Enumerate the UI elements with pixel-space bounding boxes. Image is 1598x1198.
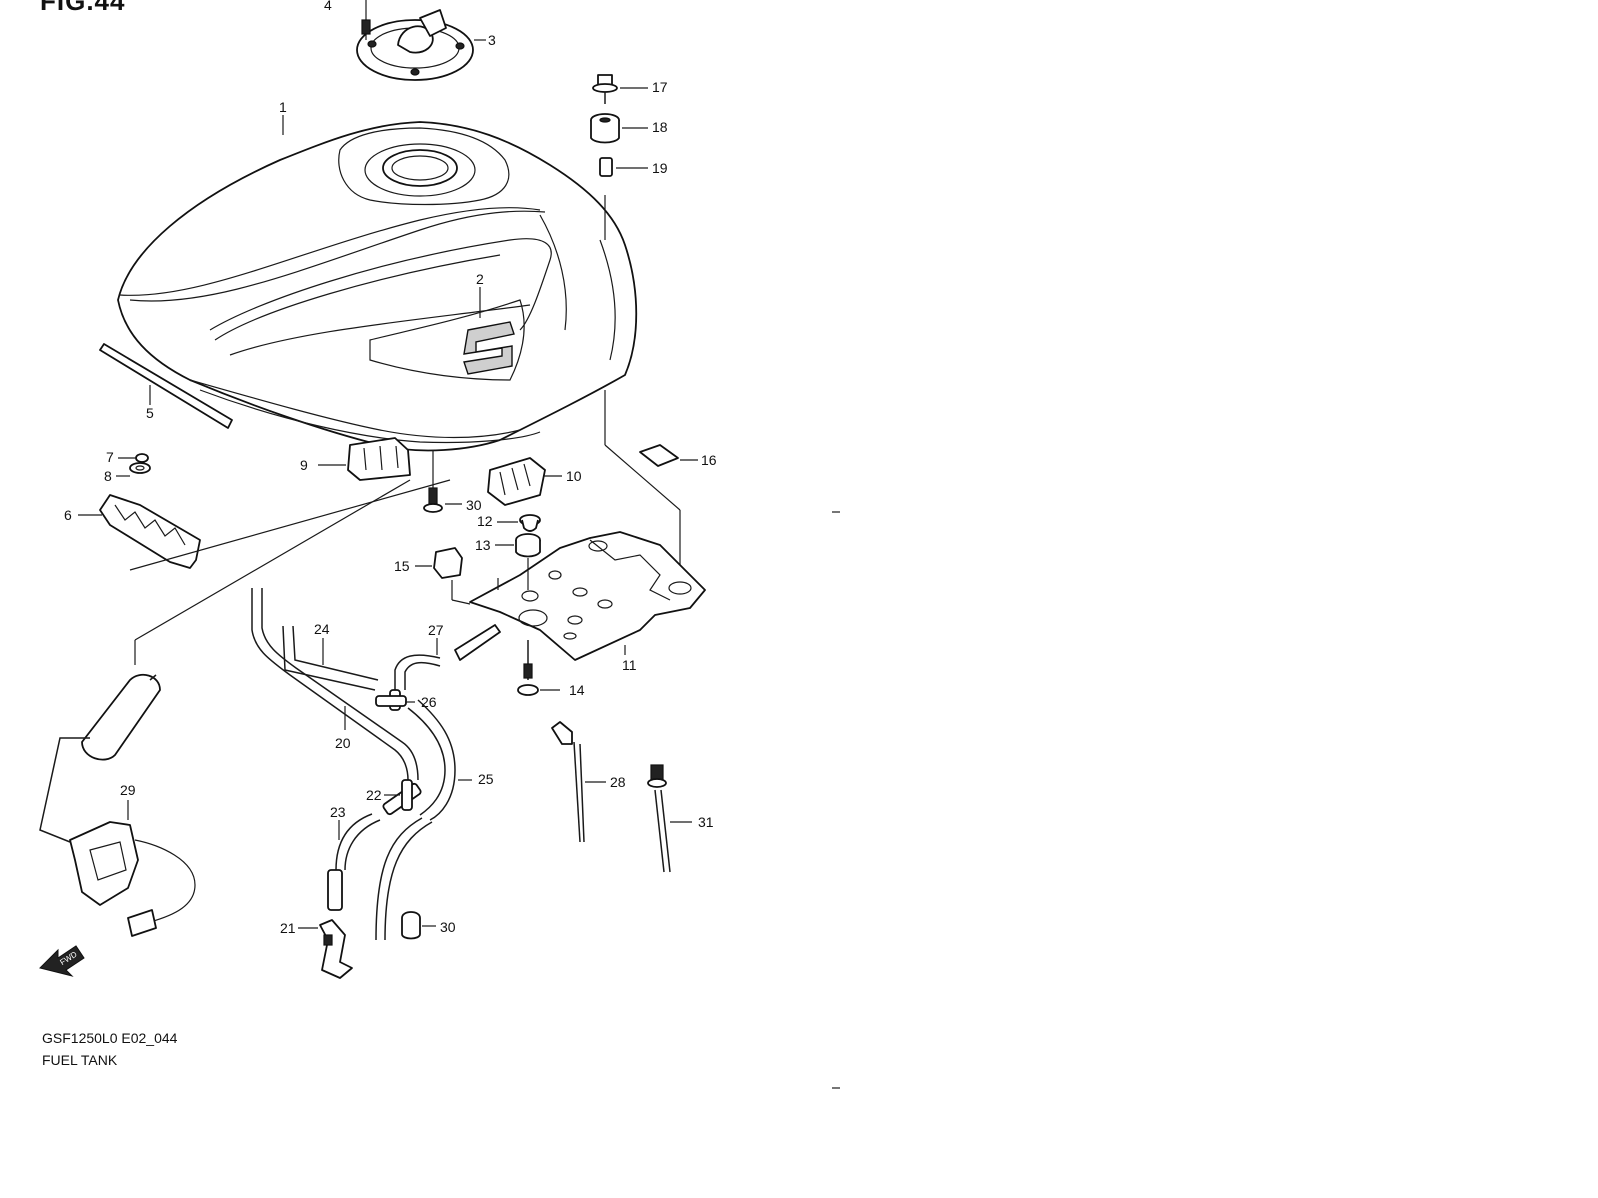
callout-20: 20 bbox=[335, 735, 351, 751]
diagram-code: GSF1250L0 E02_044 bbox=[42, 1030, 178, 1046]
callout-11: 11 bbox=[622, 657, 637, 673]
cable-tie-28 bbox=[551, 721, 606, 843]
bolt-30 bbox=[423, 487, 462, 513]
callout-10: 10 bbox=[566, 468, 582, 484]
fwd-arrow-icon: FWD bbox=[39, 945, 85, 977]
callout-30-upper: 30 bbox=[466, 497, 482, 513]
callout-30-lower: 30 bbox=[440, 919, 456, 935]
side-cushion bbox=[487, 457, 562, 506]
diagram-name: FUEL TANK bbox=[42, 1052, 118, 1068]
callout-21: 21 bbox=[280, 920, 296, 936]
callout-8: 8 bbox=[104, 468, 112, 484]
callout-5: 5 bbox=[146, 405, 154, 421]
fuel-level-gauge bbox=[39, 673, 196, 937]
callout-4: 4 bbox=[324, 0, 332, 13]
callout-15: 15 bbox=[394, 558, 410, 574]
callout-18: 18 bbox=[652, 119, 668, 135]
callout-28: 28 bbox=[610, 774, 626, 790]
callout-1: 1 bbox=[279, 99, 287, 115]
callout-12: 12 bbox=[477, 513, 493, 529]
callout-17: 17 bbox=[652, 79, 668, 95]
bolt-14 bbox=[517, 640, 560, 696]
callout-23: 23 bbox=[330, 804, 346, 820]
fuel-cap bbox=[356, 0, 486, 81]
callout-27: 27 bbox=[428, 622, 444, 638]
callout-16: 16 bbox=[701, 452, 717, 468]
callout-22: 22 bbox=[366, 787, 382, 803]
callout-6: 6 bbox=[64, 507, 72, 523]
clamp-21 bbox=[298, 919, 353, 979]
callout-2: 2 bbox=[476, 271, 484, 287]
callout-3: 3 bbox=[488, 32, 496, 48]
breather-hoses bbox=[251, 588, 501, 941]
callout-7: 7 bbox=[106, 449, 114, 465]
cap-30-lower bbox=[401, 911, 436, 940]
callout-14: 14 bbox=[569, 682, 585, 698]
rear-damper bbox=[78, 453, 201, 569]
grommet-13 bbox=[495, 533, 541, 590]
figure-title: FIG.44 bbox=[40, 0, 126, 16]
callout-labels: 1 2 3 4 5 6 7 8 9 10 11 12 13 14 15 16 1… bbox=[64, 0, 717, 936]
bolt-17 bbox=[592, 74, 648, 104]
seal-strip bbox=[99, 343, 233, 429]
callout-19: 19 bbox=[652, 160, 668, 176]
callout-25: 25 bbox=[478, 771, 494, 787]
callout-13: 13 bbox=[475, 537, 491, 553]
cap-15 bbox=[415, 547, 499, 605]
callout-24: 24 bbox=[314, 621, 330, 637]
callout-26: 26 bbox=[421, 694, 437, 710]
emblem bbox=[463, 287, 515, 375]
callout-29: 29 bbox=[120, 782, 136, 798]
front-cushion bbox=[318, 437, 411, 481]
collar-19 bbox=[599, 157, 648, 177]
callout-9: 9 bbox=[300, 457, 308, 473]
callout-31: 31 bbox=[698, 814, 714, 830]
pad-16 bbox=[639, 444, 698, 467]
spacer-18 bbox=[590, 113, 648, 144]
mounting-bracket bbox=[469, 531, 706, 661]
grommet-12 bbox=[497, 514, 541, 532]
fuel-tank bbox=[117, 121, 638, 452]
cable-tie-31 bbox=[647, 764, 692, 873]
